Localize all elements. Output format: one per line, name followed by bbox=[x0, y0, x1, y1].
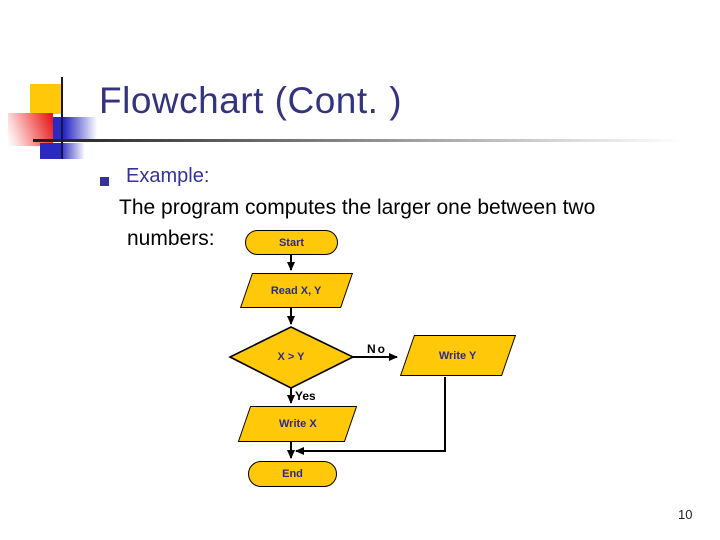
node-write-y-label: Write Y bbox=[439, 349, 477, 362]
flowchart-node-write-y: Write Y bbox=[399, 335, 517, 376]
logo-yellow-square bbox=[30, 84, 62, 114]
node-end-label: End bbox=[282, 468, 303, 480]
edge-label-yes: Yes bbox=[295, 389, 316, 403]
logo-vertical-line bbox=[61, 77, 63, 159]
page-number: 10 bbox=[678, 507, 693, 522]
logo-blue-square bbox=[53, 117, 99, 142]
node-start-label: Start bbox=[278, 236, 305, 249]
slide-title: Flowchart (Cont. ) bbox=[99, 80, 403, 121]
bullet-example-label: Example: bbox=[126, 165, 210, 187]
node-read-label: Read X, Y bbox=[271, 284, 322, 297]
title-underline bbox=[33, 139, 683, 142]
flowchart-node-decision-label: X > Y bbox=[277, 351, 305, 363]
body-text-line2: numbers: bbox=[127, 227, 215, 250]
flowchart-node-read: Read X, Y bbox=[239, 273, 354, 308]
flowchart-node-start: Start bbox=[245, 230, 338, 255]
node-write-x-label: Write X bbox=[278, 418, 317, 430]
edge-label-no: No bbox=[367, 342, 387, 356]
body-text-line1: The program computes the larger one betw… bbox=[119, 196, 596, 219]
flowchart-node-write-x: Write X bbox=[237, 406, 358, 442]
bullet-icon bbox=[100, 177, 109, 186]
flowchart-node-end: End bbox=[248, 461, 337, 487]
